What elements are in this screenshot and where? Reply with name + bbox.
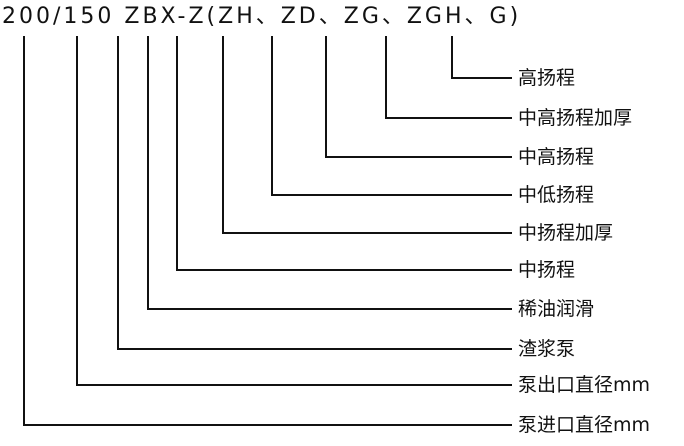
- connector-line-mid-low: [271, 36, 512, 196]
- label-mid-head: 中扬程: [518, 259, 576, 281]
- connector-line-mid-thick: [222, 36, 512, 234]
- label-mid-high: 中高扬程: [518, 146, 595, 168]
- label-inlet-diameter: 泵进口直径mm: [518, 414, 651, 436]
- model-code-title: 200/150 ZBX-Z(ZH、ZD、ZG、ZGH、G): [2, 4, 522, 29]
- connector-line-inlet-diameter: [23, 36, 512, 426]
- connector-line-thin-oil: [147, 36, 512, 310]
- connector-line-high-head: [451, 36, 512, 79]
- label-thin-oil: 稀油润滑: [518, 298, 595, 320]
- connector-line-mid-high-thick: [385, 36, 512, 119]
- label-mid-low: 中低扬程: [518, 184, 595, 206]
- label-mid-high-thick: 中高扬程加厚: [518, 107, 633, 129]
- connector-line-mid-high: [325, 36, 512, 158]
- label-mid-thick: 中扬程加厚: [518, 222, 614, 244]
- connector-line-mid-head: [176, 36, 512, 271]
- label-high-head: 高扬程: [518, 67, 576, 89]
- label-slurry-pump: 渣浆泵: [518, 338, 576, 360]
- label-outlet-diameter: 泵出口直径mm: [518, 374, 651, 396]
- connector-line-outlet-diameter: [76, 36, 512, 386]
- connector-line-slurry-pump: [117, 36, 512, 350]
